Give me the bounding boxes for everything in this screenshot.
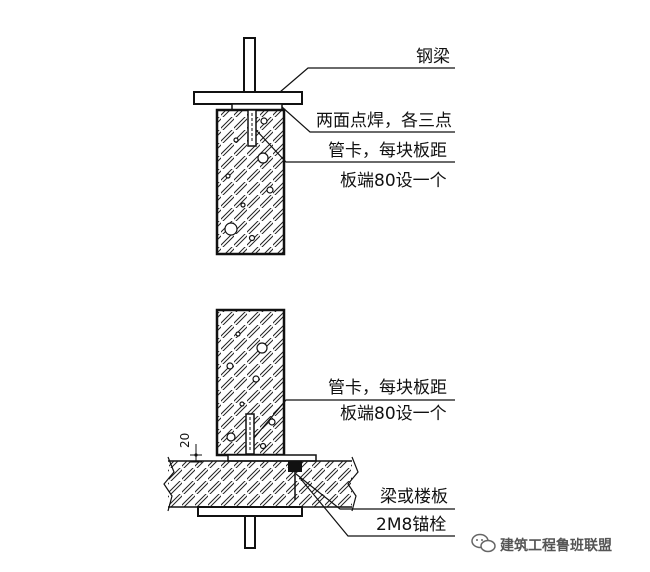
leader-anchor-bolt — [299, 477, 455, 537]
watermark-text: 建筑工程鲁班联盟 — [500, 537, 612, 554]
wechat-logo-icon — [471, 533, 496, 553]
bottom-aggregate — [226, 331, 276, 450]
label-spot-weld: 两面点焊，各三点 — [316, 111, 452, 131]
leader-pipe-clamp-top — [255, 129, 455, 163]
watermark: 建筑工程鲁班联盟 — [471, 533, 612, 554]
label-anchor-bolt: 2M8锚栓 — [376, 515, 446, 535]
label-beam-or-slab: 梁或楼板 — [380, 487, 448, 507]
steel-beam-plate — [193, 91, 303, 105]
label-steel-beam: 钢梁 — [416, 47, 450, 67]
top-steel-rod — [243, 37, 256, 97]
leader-pipe-clamp-bottom — [253, 399, 455, 439]
leader-steel-beam — [279, 67, 455, 93]
label-pipe-clamp-top-2: 板端80设一个 — [340, 171, 447, 191]
top-aggregate — [224, 117, 274, 242]
leader-beam-or-slab — [295, 473, 455, 510]
label-pipe-clamp-bottom-2: 板端80设一个 — [340, 404, 447, 424]
bottom-clamp-plate — [227, 454, 317, 462]
dimension-label: 20 — [178, 433, 192, 448]
label-pipe-clamp-top-1: 管卡，每块板距 — [328, 141, 447, 161]
bottom-detail: 20 管卡，每块板距 板端80设一个 梁或楼板 2M8锚栓 — [163, 308, 455, 549]
anchor-bolt-head — [288, 461, 302, 472]
leader-spot-weld — [281, 106, 455, 133]
beam-or-slab — [168, 461, 352, 507]
bottom-anchor-plate — [197, 506, 303, 517]
top-detail: 钢梁 两面点焊，各三点 管卡，每块板距 板端80设一个 — [193, 37, 455, 256]
bottom-steel-rod — [244, 515, 256, 549]
label-pipe-clamp-bottom-1: 管卡，每块板距 — [328, 378, 447, 398]
